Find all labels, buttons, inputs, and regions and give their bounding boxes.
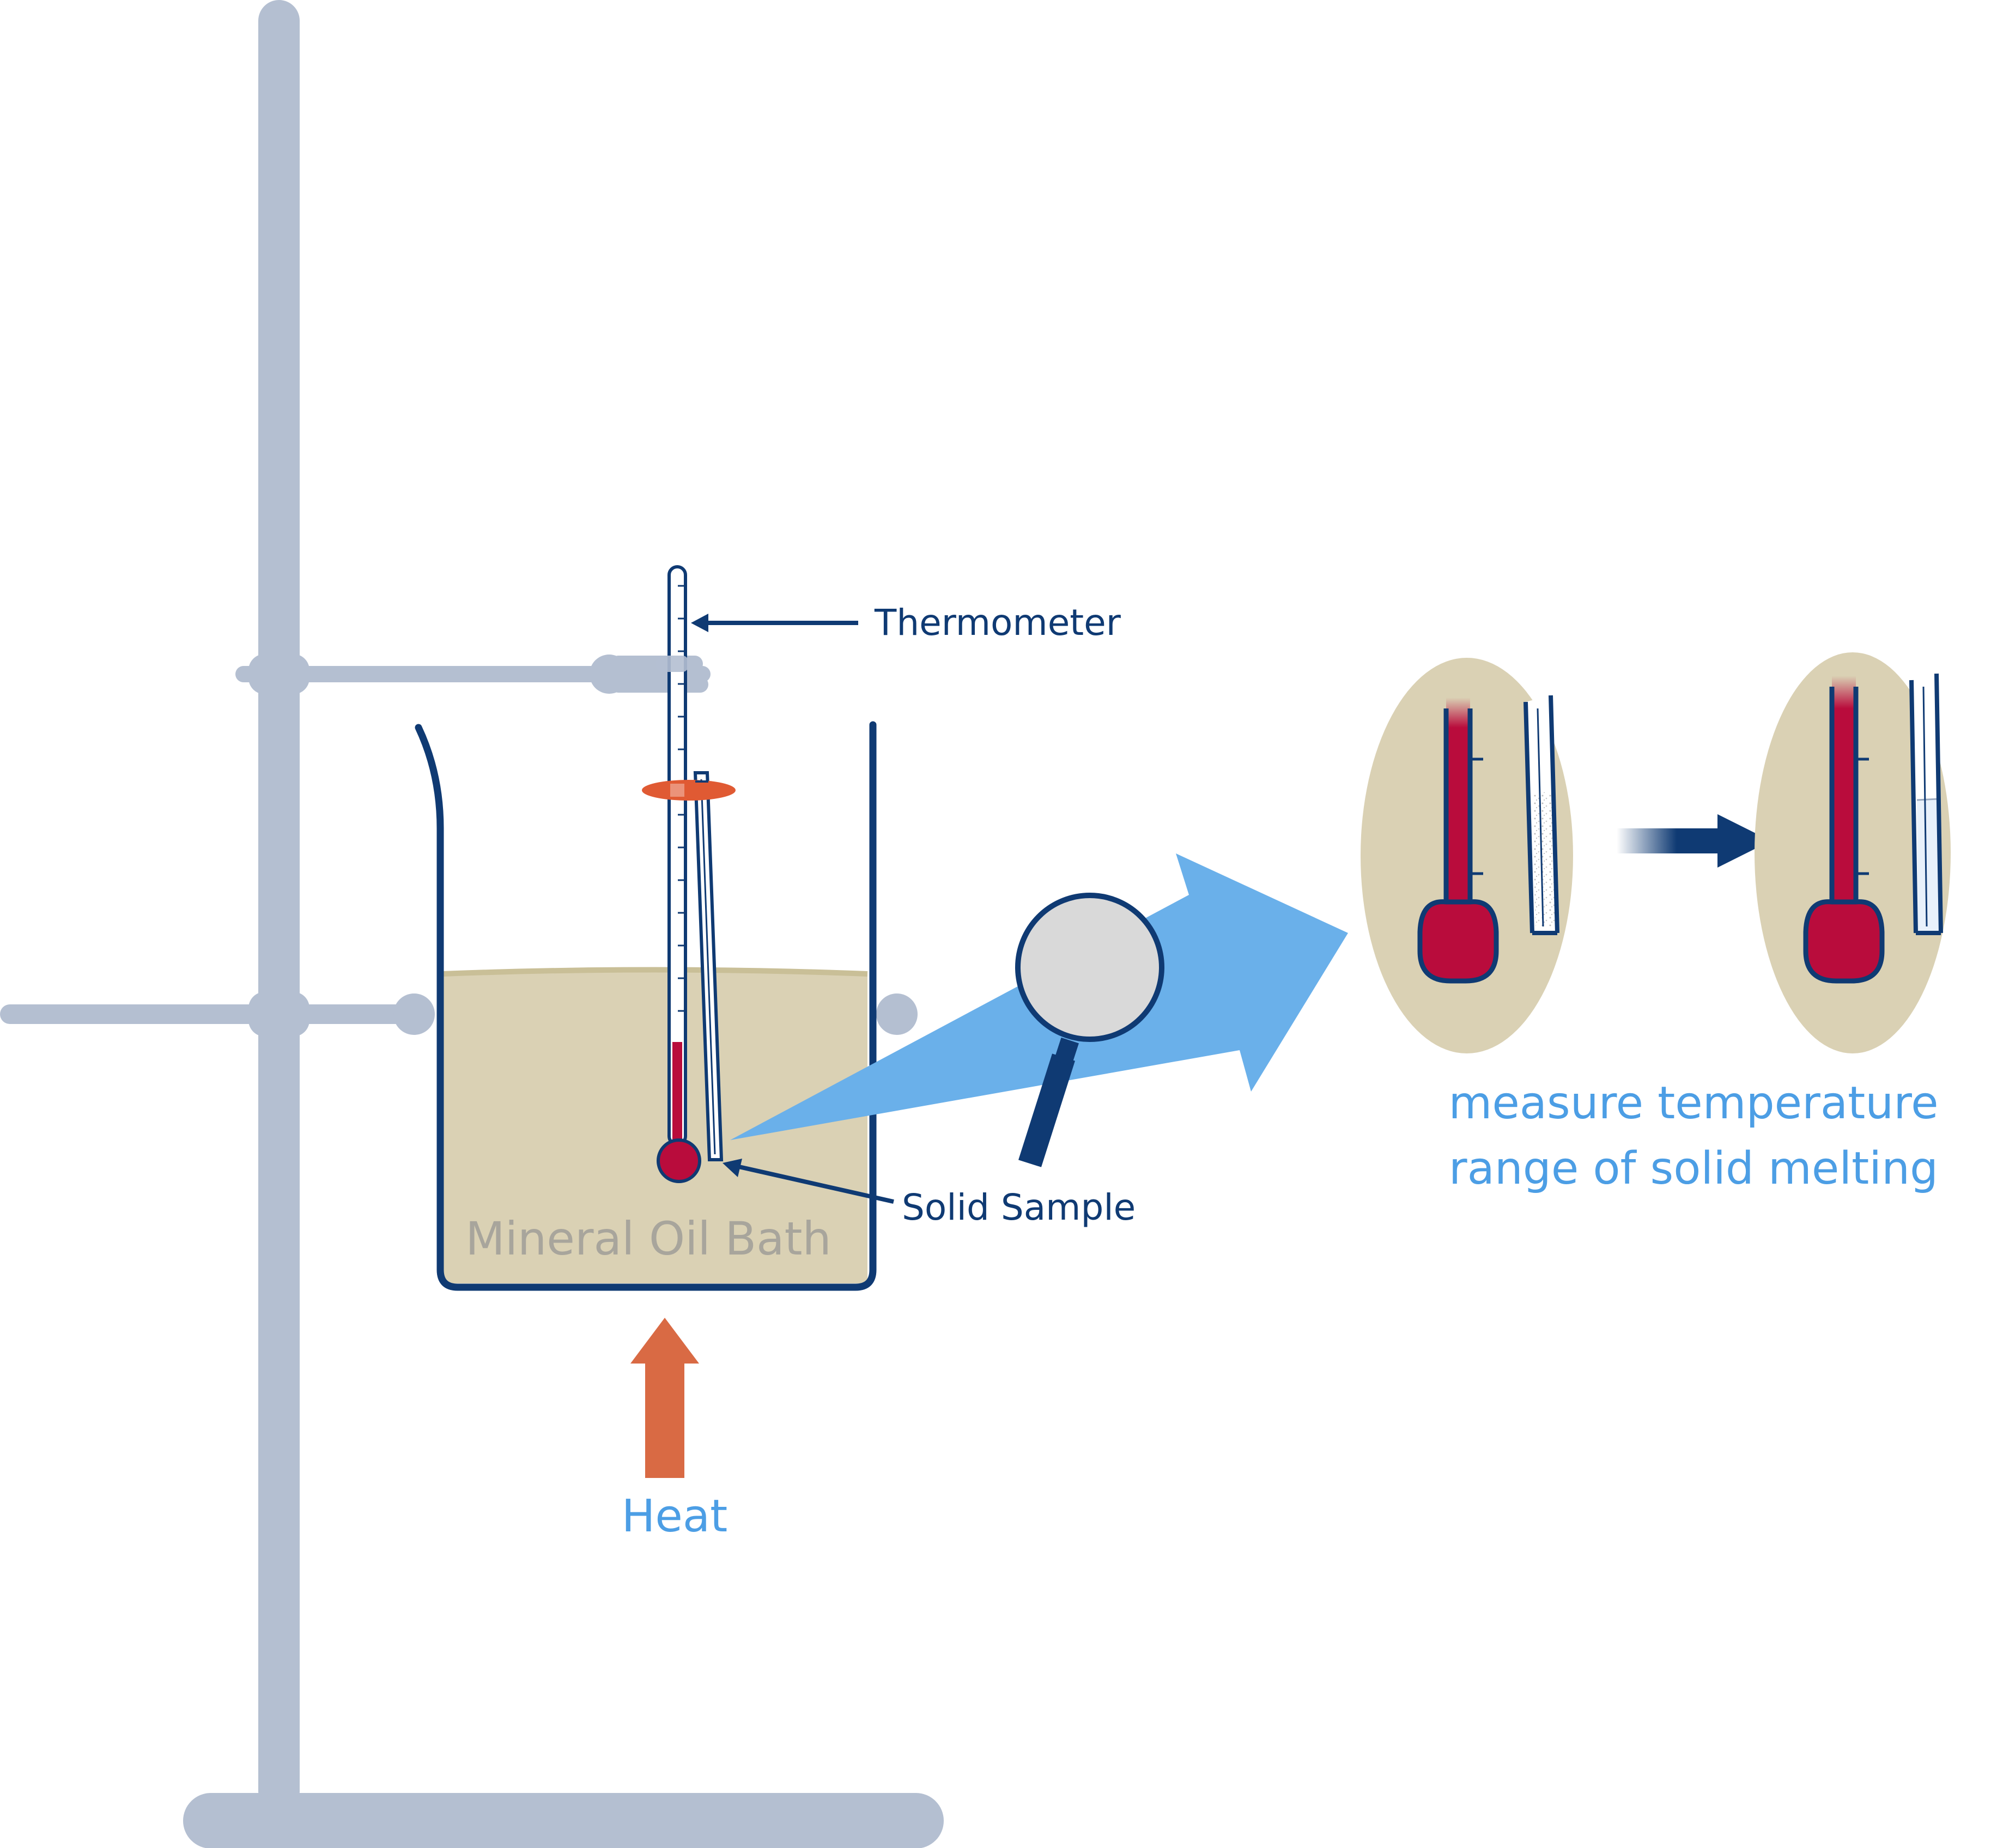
heat-arrow: Heat bbox=[622, 1318, 728, 1542]
capillary-tube bbox=[693, 771, 724, 1161]
oil-surface bbox=[442, 967, 868, 977]
ring-stand bbox=[0, 0, 944, 1848]
lower-clamp-arm bbox=[0, 1004, 415, 1024]
solid-sample-label: Solid Sample bbox=[902, 1186, 1136, 1228]
thermometer-ticks bbox=[678, 585, 685, 1012]
mineral-oil-bath-label: Mineral Oil Bath bbox=[465, 1212, 831, 1265]
thermometer-bulb bbox=[657, 1138, 701, 1183]
thermometer-label: Thermometer bbox=[874, 602, 1121, 644]
zoom-view-solid bbox=[1361, 658, 1573, 1053]
thermometer-label-group: Thermometer bbox=[691, 602, 1121, 644]
right-arrow-icon bbox=[1617, 814, 1771, 868]
caption: measure temperature range of solid melti… bbox=[1448, 1077, 1938, 1195]
beaker-wall bbox=[415, 721, 877, 1291]
zoom-view-melted bbox=[1755, 652, 1951, 1053]
upper-clamp-jaw-bottom bbox=[610, 676, 708, 693]
caption-line-1: measure temperature bbox=[1448, 1077, 1938, 1129]
caption-line-2: range of solid melting bbox=[1449, 1143, 1938, 1195]
rubber-band bbox=[642, 780, 736, 801]
stand-base bbox=[183, 1793, 944, 1848]
upper-clamp-boss bbox=[248, 654, 309, 694]
thermometer-mercury-column bbox=[672, 1042, 682, 1151]
thermometer bbox=[642, 565, 736, 1183]
stand-rod bbox=[258, 0, 300, 1812]
heat-label: Heat bbox=[622, 1490, 728, 1542]
lower-clamp-boss bbox=[248, 992, 309, 1037]
lower-clamp-knob-left bbox=[393, 993, 435, 1035]
solid-sample-label-group: Solid Sample bbox=[723, 1159, 1136, 1228]
lower-clamp-knob-right bbox=[876, 993, 918, 1035]
up-arrow-icon bbox=[630, 1318, 699, 1478]
magnifying-glass-icon bbox=[1015, 893, 1164, 1167]
beaker: Mineral Oil Bath bbox=[415, 721, 877, 1291]
